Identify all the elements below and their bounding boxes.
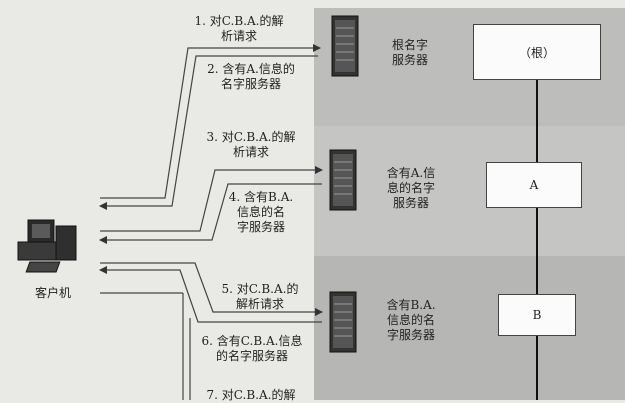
client-label: 客户机	[34, 286, 71, 300]
arrow-step-2	[99, 55, 318, 210]
arrow-step-6	[99, 266, 322, 323]
step-7-label: 7. 对C.B.A.的解	[206, 388, 296, 402]
a-server-label: 含有A.信 息的名字 服务器	[386, 166, 436, 210]
step-3-label: 3. 对C.B.A.的解 析请求	[206, 130, 296, 159]
tree-node-b: B	[498, 294, 576, 336]
server-icon	[329, 291, 357, 353]
arrow-step-5	[100, 262, 323, 316]
step-1-label: 1. 对C.B.A.的解 析请求	[194, 14, 284, 43]
step-2-label: 2. 含有A.信息的 名字服务器	[207, 62, 295, 91]
server-icon	[329, 149, 357, 211]
root-server-label: 根名字 服务器	[391, 38, 428, 67]
step-4-label: 4. 含有B.A. 信息的名 字服务器	[228, 190, 294, 234]
tree-node-root: （根）	[473, 24, 601, 80]
arrow-step-1	[100, 44, 321, 199]
tree-node-a: A	[486, 162, 582, 208]
server-icon	[331, 15, 359, 77]
arrow-step-3	[100, 166, 323, 232]
step-5-label: 5. 对C.B.A.的 解析请求	[221, 282, 299, 311]
step-6-label: 6. 含有C.B.A.信息 的名字服务器	[201, 334, 303, 363]
b-server-label: 含有B.A. 信息的名 字服务器	[386, 298, 436, 342]
computer-icon	[17, 219, 77, 273]
arrow-step-4	[99, 183, 322, 244]
